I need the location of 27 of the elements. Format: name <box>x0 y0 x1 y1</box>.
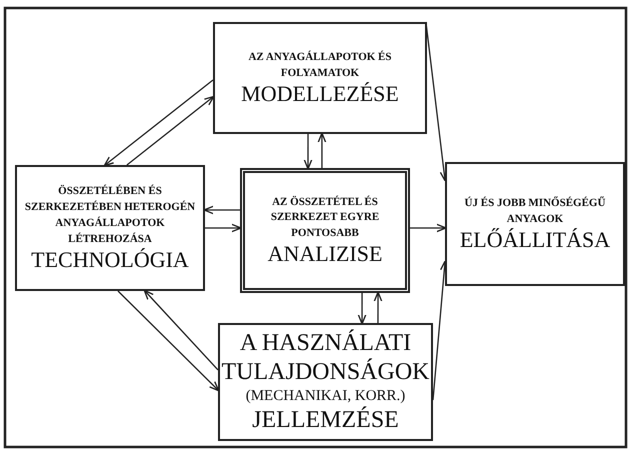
box-text: ÚJ ÉS JOBB MINŐSÉGÉGŰ ANYAGOK <box>464 196 606 227</box>
arrow <box>374 291 382 323</box>
box-text: A HASZNÁLATI TULAJDONSÁGOK <box>222 329 430 387</box>
process-box <box>15 165 205 291</box>
box-title: MODELLEZÉSE <box>241 82 399 106</box>
box-title: ELŐÁLLITÁSA <box>460 228 610 252</box>
arrow <box>318 132 326 168</box>
box-text: (MECHANIKAI, KORR.) <box>246 386 406 406</box>
box-text: AZ ÖSSZETÉTEL ÉS SZERKEZET EGYRE PONTOSABB <box>270 194 380 242</box>
arrow <box>304 134 312 170</box>
arrow <box>203 206 240 214</box>
box-title: JELLEMZÉSE <box>252 406 399 435</box>
box-title: TECHNOLÓGIA <box>31 248 189 272</box>
process-box <box>240 168 410 293</box>
process-box <box>218 323 433 441</box>
box-text: AZ ANYAGÁLLAPOTOK ÉS FOLYAMATOK <box>247 50 393 81</box>
box-text: ÖSSZETÉLÉBEN ÉS SZERKEZETÉBEN HETEROGÉN ANYAGÁLLAPOTOK LÉTREHOZÁSA <box>24 184 196 247</box>
arrow <box>205 224 242 232</box>
arrow <box>410 224 447 232</box>
arrow <box>126 96 214 166</box>
arrow <box>118 290 220 392</box>
process-box <box>213 22 427 134</box>
arrow <box>358 293 366 325</box>
arrow <box>144 290 218 370</box>
box-title: ANALIZISE <box>268 242 382 266</box>
process-box <box>445 162 625 286</box>
arrow <box>104 80 214 166</box>
